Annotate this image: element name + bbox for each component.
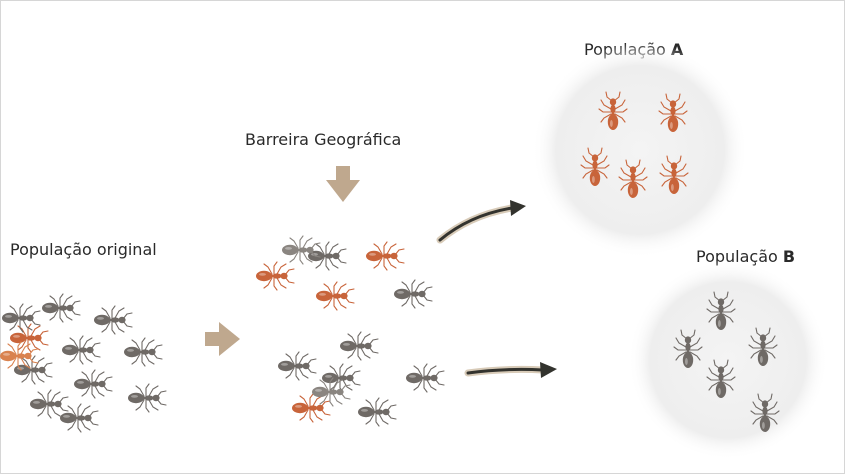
original-population-ants bbox=[0, 294, 166, 432]
top-group-ants bbox=[256, 236, 432, 310]
ant-orange bbox=[256, 262, 294, 290]
ant-orange bbox=[366, 242, 404, 270]
ant-gray bbox=[394, 280, 432, 308]
ant-gray bbox=[278, 352, 316, 380]
ant-gray bbox=[62, 336, 100, 364]
ant-gray bbox=[14, 356, 52, 384]
arrow-to-population-a bbox=[440, 200, 526, 240]
ant-gray bbox=[124, 338, 162, 366]
ant-orange bbox=[292, 394, 330, 422]
ant-gray bbox=[340, 332, 378, 360]
ant-gray bbox=[128, 384, 166, 412]
ant-gray bbox=[358, 398, 396, 426]
ant-gray bbox=[42, 294, 80, 322]
barrier-down-arrow bbox=[326, 166, 360, 202]
ant-gray bbox=[60, 404, 98, 432]
ant-orange bbox=[316, 282, 354, 310]
arrow-to-population-b bbox=[468, 362, 557, 378]
ant-gray bbox=[74, 370, 112, 398]
ant-gray bbox=[30, 390, 68, 418]
split-right-arrow bbox=[205, 322, 240, 356]
bottom-group-ants bbox=[278, 332, 444, 426]
ant-gray bbox=[322, 364, 360, 392]
ant-gray bbox=[94, 306, 132, 334]
population-a-halo bbox=[532, 42, 748, 258]
ant-gray bbox=[406, 364, 444, 392]
